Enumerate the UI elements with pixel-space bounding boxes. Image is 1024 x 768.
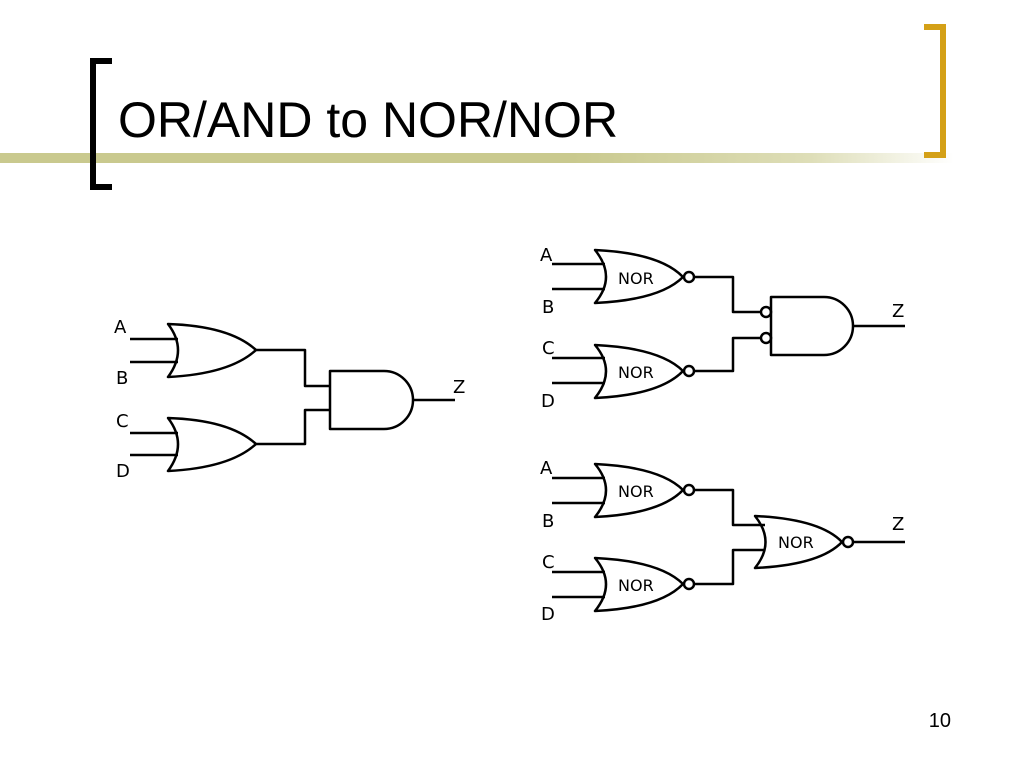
nor-gate-4 [593,556,685,613]
and-input-bubble-1 [759,305,773,319]
title-accent-bar [0,153,954,163]
circuit-nor-and [552,248,905,400]
c1-output-z: Z [453,377,465,398]
nor-gate-3 [593,462,685,519]
c2-gate-label-1: NOR [618,269,654,288]
slide-title: OR/AND to NOR/NOR [118,92,619,148]
or-gate-2 [166,416,258,473]
c2-output-z: Z [892,301,904,322]
c2-input-a: A [540,245,553,266]
nor-bubble-3 [682,483,696,497]
c1-input-c: C [116,411,129,432]
c3-gate-label-1: NOR [618,482,654,501]
and-input-bubble-2 [759,331,773,345]
nor-gate-5 [753,514,844,570]
nor-bubble-4 [682,577,696,591]
c3-input-b: B [542,511,554,532]
nor-bubble-5 [841,535,855,549]
and-gate-2 [769,295,855,357]
circuit-or-and [130,322,455,473]
nor-gate-2 [593,343,685,400]
c1-input-d: D [116,461,130,482]
c2-gate-label-2: NOR [618,363,654,382]
nor-gate-1 [593,248,685,305]
c3-input-d: D [541,604,555,625]
and-gate-1 [328,369,415,431]
slide-number: 10 [928,710,951,732]
c1-input-b: B [116,368,128,389]
right-bracket [924,24,946,158]
c2-input-c: C [542,338,555,359]
nor-bubble-2 [682,364,696,378]
circuit-nor-nor [552,462,905,613]
c2-input-d: D [541,391,555,412]
c3-gate-label-2: NOR [618,576,654,595]
c3-input-a: A [540,458,553,479]
left-bracket [90,58,112,190]
or-gate-1 [166,322,258,379]
nor-bubble-1 [682,270,696,284]
c2-input-b: B [542,297,554,318]
c1-input-a: A [114,317,127,338]
c3-output-z: Z [892,514,904,535]
c3-input-c: C [542,552,555,573]
c3-gate-label-3: NOR [778,533,814,552]
